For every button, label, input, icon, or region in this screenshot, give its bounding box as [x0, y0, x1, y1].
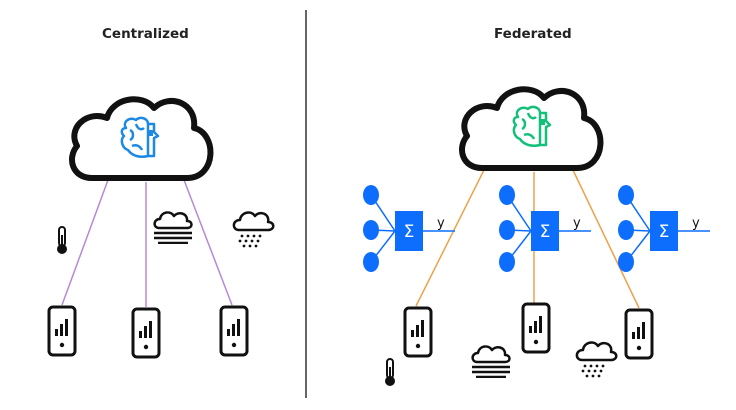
centralized-brain-head-icon [120, 116, 160, 158]
phone-icon [521, 302, 551, 354]
neural-node-icon [499, 220, 515, 240]
fog-icon [470, 345, 512, 378]
fog-icon [152, 211, 194, 244]
thermometer-icon [56, 226, 68, 255]
sum-block-icon [650, 211, 678, 251]
output-label: y [573, 216, 581, 231]
neural-node-icon [618, 252, 634, 272]
neural-node-icon [618, 185, 634, 205]
phone-icon [219, 305, 249, 357]
neural-node-icon [499, 185, 515, 205]
federated-brain-head-icon [512, 105, 552, 147]
federated-links [415, 167, 640, 309]
thermometer-icon [384, 358, 396, 387]
sum-symbol: Σ [540, 222, 551, 242]
sum-symbol: Σ [659, 222, 670, 242]
phone-icon [624, 308, 654, 360]
neural-node-icon [363, 252, 379, 272]
sum-block-icon [531, 211, 559, 251]
federated-title: Federated [494, 26, 572, 42]
rain-cloud-icon [575, 341, 618, 379]
neural-node-icon [618, 220, 634, 240]
phone-icon [131, 307, 161, 359]
sum-block-icon [395, 211, 423, 251]
output-label: y [437, 216, 445, 231]
phone-icon [403, 306, 433, 358]
neural-node-icon [363, 185, 379, 205]
centralized-title: Centralized [102, 26, 189, 42]
neural-node-icon [499, 252, 515, 272]
centralized-cloud-icon [72, 99, 210, 178]
output-label: y [692, 216, 700, 231]
sum-symbol: Σ [404, 222, 415, 242]
federated-cloud-icon [462, 89, 600, 168]
phone-icon [47, 305, 77, 357]
neural-node-icon [363, 220, 379, 240]
centralized-links [61, 179, 233, 307]
rain-cloud-icon [232, 211, 275, 249]
